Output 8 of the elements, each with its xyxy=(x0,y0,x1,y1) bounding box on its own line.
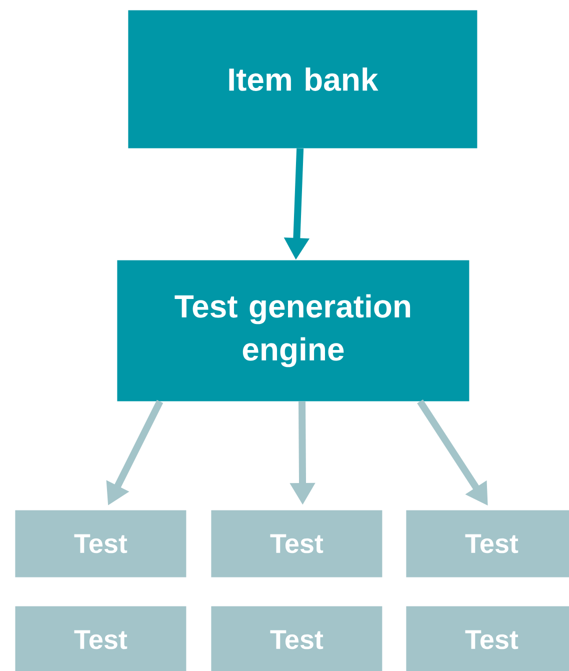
process-box: Test generation engine xyxy=(117,260,470,402)
test-box: Test xyxy=(211,606,382,671)
test-box: Test xyxy=(406,606,569,671)
test-box: Test xyxy=(15,510,186,578)
process-box: Item bank xyxy=(128,10,478,148)
test-box: Test xyxy=(211,510,382,578)
test-box: Test xyxy=(406,510,569,578)
test-box: Test xyxy=(15,606,186,671)
